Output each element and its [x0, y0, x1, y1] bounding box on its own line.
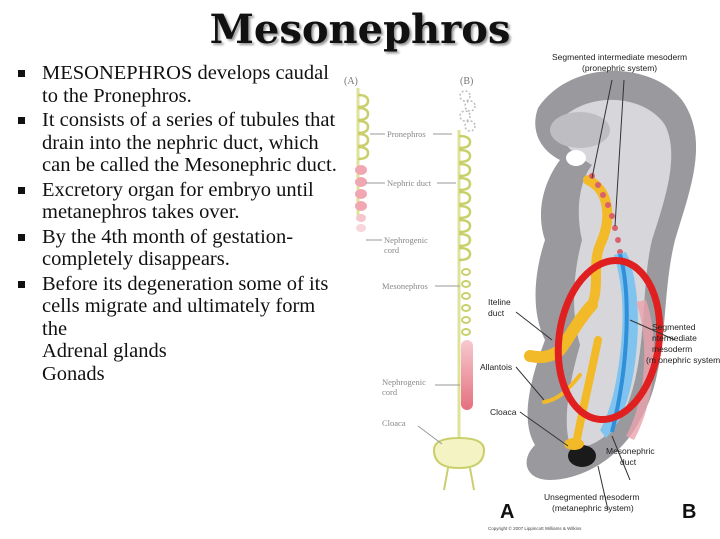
mesonephric-tubules-b: [458, 134, 472, 262]
panel-a-label: (A): [344, 76, 358, 87]
embryo-inner: [558, 99, 672, 447]
label-vitelline-1: Iteline: [488, 297, 511, 307]
embryo-figure: (A) (B): [344, 52, 720, 531]
label-seg-top-2: (pronephric system): [582, 63, 657, 73]
tubules-a: [357, 93, 370, 161]
allantois-stalk: [542, 373, 582, 404]
nephrogenic-mesoderm: [626, 300, 655, 440]
bullet-list: MESONEPHROS develops caudal to the Prone…: [14, 62, 344, 385]
label-unseg-2: (metanephric system): [552, 503, 634, 513]
label-nephrogenic-1a: Nephrogenic: [384, 235, 428, 245]
label-cloaca-left: Cloaca: [382, 418, 406, 428]
bullet-item: By the 4th month of gestation-completely…: [14, 226, 344, 271]
panel-a-big: A: [500, 501, 514, 523]
pronephros-remnant: [459, 90, 476, 132]
label-allantois: Allantois: [480, 362, 512, 372]
highlight-circle: [554, 256, 664, 424]
label-mesonephros: Mesonephros: [382, 281, 428, 291]
label-nephrogenic-2a: Nephrogenic: [382, 377, 426, 387]
embryo-drawing: Segmented intermediate mesoderm (proneph…: [480, 52, 720, 531]
sub-item-gonads: Gonads: [42, 362, 105, 385]
mesonephric-mesoderm: [600, 252, 638, 438]
label-seg-mid-3: mesoderm: [652, 344, 692, 354]
copyright-text: Copyright © 2007 Lippincott Williams & W…: [488, 525, 582, 531]
cloaca-shape: [432, 436, 486, 470]
leader-lines-left: [366, 133, 460, 445]
label-unseg-1: Unsegmented mesoderm: [544, 492, 639, 502]
bullet-item: It consists of a series of tubules that …: [14, 109, 344, 177]
label-meso-duct-1: Mesonephric: [606, 446, 655, 456]
bullet-item: MESONEPHROS develops caudal to the Prone…: [14, 62, 344, 107]
bullet-item: Before its degeneration some of its cell…: [14, 273, 344, 341]
cloaca-dark: [568, 445, 596, 467]
label-seg-mid-2: ntermediate: [652, 333, 697, 343]
kidney-schematic: (A) (B): [344, 76, 486, 491]
nephrogenic-cord-b: [461, 340, 473, 410]
mesonephric-duct-line: [610, 253, 629, 433]
panel-b-label: (B): [460, 76, 473, 87]
page-title: Mesonephros: [209, 6, 511, 53]
label-nephrogenic-1b: cord: [384, 245, 400, 255]
label-vitelline-2: duct: [488, 308, 505, 318]
pronephric-tubules: [589, 173, 623, 255]
sub-item-adrenal: Adrenal glands: [42, 340, 167, 362]
head-region: [550, 112, 610, 148]
label-seg-mid-4: (m onephric system): [646, 355, 720, 365]
label-seg-top-1: Segmented intermediate mesoderm: [552, 52, 687, 62]
label-meso-duct-2: duct: [620, 457, 637, 467]
label-pronephros: Pronephros: [387, 129, 426, 139]
leader-lines-right: [515, 79, 676, 511]
label-cloaca-right: Cloaca: [490, 407, 517, 417]
bullet-item: Excretory organ for embryo until metanep…: [14, 179, 344, 224]
mesonephric-vesicles-b: [461, 268, 471, 336]
nephrogenic-a: [355, 165, 367, 232]
panel-b-big: B: [682, 501, 696, 523]
label-nephric-duct: Nephric duct: [387, 178, 432, 188]
label-nephrogenic-2b: cord: [382, 387, 398, 397]
optic-region: [566, 150, 586, 166]
label-seg-mid-1: Segmented: [652, 322, 696, 332]
